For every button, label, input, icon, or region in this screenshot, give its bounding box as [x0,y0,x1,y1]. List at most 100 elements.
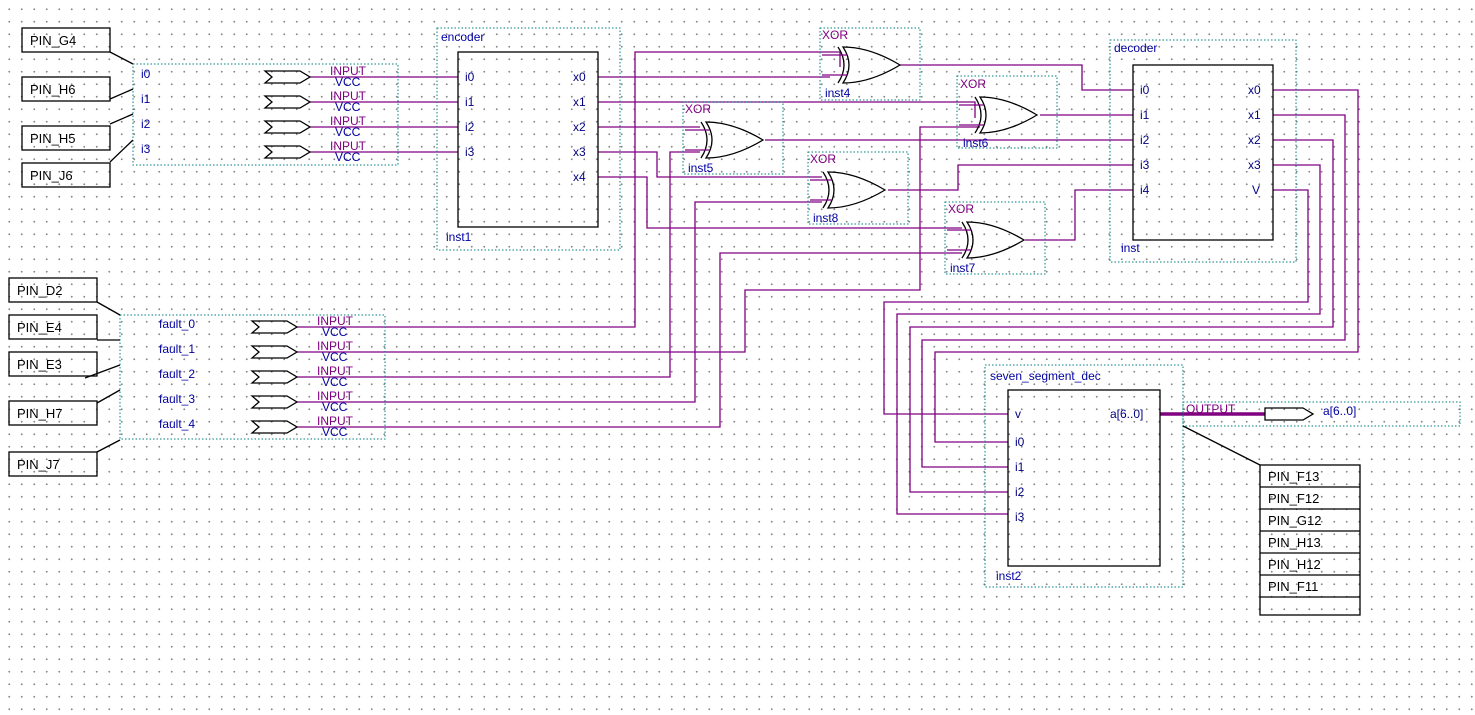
svg-text:inst6: inst6 [963,136,989,150]
pin-box-d2[interactable] [8,277,98,303]
input-pin-fault0[interactable]: INPUT VCC fault_0 [159,314,354,339]
wire-x4[interactable] [598,176,962,229]
out-pin-f11[interactable]: PIN_F11 [1268,579,1318,594]
wire-xor8-out[interactable] [888,164,1133,191]
xor-gate-inst5[interactable]: XOR inst5 [685,102,765,175]
frame-fault-inputs [119,314,386,440]
svg-text:INPUT: INPUT [330,139,367,153]
instance-frames [119,27,1461,588]
input-pin-i2[interactable]: INPUT VCC i2 [141,114,367,139]
svg-text:i4: i4 [1140,183,1150,197]
wire-fault4[interactable] [297,252,962,428]
svg-text:x1: x1 [1248,108,1261,122]
wire-dec-x2[interactable] [909,139,1334,493]
svg-text:VCC: VCC [322,375,348,389]
xor-gate-inst4[interactable]: XOR inst4 [822,28,902,100]
input-pin-fault1[interactable]: INPUT VCC fault_1 [159,339,354,364]
input-pin-fault4[interactable]: INPUT VCC fault_4 [159,414,354,439]
xor-gate-inst7[interactable]: XOR inst7 [947,202,1026,275]
svg-text:VCC: VCC [335,75,361,89]
out-pin-f13[interactable]: PIN_F13 [1268,469,1319,484]
out-pin-h13[interactable]: PIN_H13 [1268,535,1321,550]
wire-fault1[interactable] [297,126,980,353]
pin-box-j7[interactable] [8,451,98,477]
pin-box-h6[interactable] [21,76,111,102]
svg-text:a[6..0]: a[6..0] [1110,407,1143,421]
svg-text:i2: i2 [465,120,475,134]
svg-text:VCC: VCC [322,350,348,364]
svg-text:inst: inst [1121,241,1140,255]
frame-encoder [436,27,621,251]
svg-text:i2: i2 [141,117,151,131]
svg-text:fault_1: fault_1 [159,342,195,356]
svg-text:PIN_J7: PIN_J7 [17,457,60,472]
svg-text:PIN_E4: PIN_E4 [17,320,62,335]
wire-xor4-out[interactable] [900,64,1133,91]
svg-text:inst4: inst4 [825,86,851,100]
pin-box-g4[interactable] [21,27,111,53]
svg-text:VCC: VCC [322,325,348,339]
input-pin-fault3[interactable]: INPUT VCC fault_3 [159,389,354,414]
input-pin-i3[interactable]: INPUT VCC i3 [141,139,367,164]
svg-text:PIN_J6: PIN_J6 [30,168,73,183]
pin-box-h5[interactable] [21,125,111,151]
xor-gate-inst8[interactable]: XOR inst8 [810,152,887,225]
input-pin-fault2[interactable]: INPUT VCC fault_2 [159,364,354,389]
svg-text:inst2: inst2 [996,569,1022,583]
wire-x3[interactable] [598,151,822,178]
svg-text:v: v [1015,407,1021,421]
wire-dec-x3[interactable] [896,164,1321,515]
xor-gate-inst6[interactable]: XOR inst6 [959,77,1039,150]
svg-text:PIN_G4: PIN_G4 [30,33,76,48]
wire-xor7-out[interactable] [1025,189,1133,241]
svg-text:fault_3: fault_3 [159,392,195,406]
svg-text:VCC: VCC [335,100,361,114]
svg-text:i0: i0 [1140,83,1150,97]
svg-text:a[6..0]: a[6..0] [1323,404,1356,418]
wire-dec-x0[interactable] [934,89,1359,443]
pin-box-h7[interactable] [8,400,98,426]
svg-text:i0: i0 [465,70,475,84]
wires [297,51,1359,515]
svg-text:decoder: decoder [1114,41,1157,55]
svg-text:VCC: VCC [322,425,348,439]
input-pin-i1[interactable]: INPUT VCC i1 [141,89,367,114]
frame-seven-seg [984,364,1184,588]
svg-text:inst7: inst7 [950,261,976,275]
frame-data-inputs [132,63,399,166]
svg-text:fault_4: fault_4 [159,417,195,431]
wire-fault3[interactable] [297,201,822,403]
output-pin[interactable]: OUTPUT a[6..0] [1182,402,1356,466]
svg-text:inst1: inst1 [446,230,472,244]
wire-dec-x1[interactable] [921,114,1346,468]
svg-text:x2: x2 [573,120,586,134]
out-pin-h12[interactable]: PIN_H12 [1268,557,1321,572]
input-pin-i0[interactable]: INPUT VCC i0 [141,64,367,89]
wire-x1[interactable] [598,101,976,118]
pin-box-e4[interactable] [8,314,98,340]
svg-text:i1: i1 [1015,460,1025,474]
data-input-pins: INPUT VCC i0 INPUT VCC i1 INPUT VCC i2 I… [141,64,367,164]
wire-fault2[interactable] [297,151,700,378]
encoder-block[interactable]: encoder inst1 i0 i1 i2 i3 x0 x1 x2 x3 x4 [441,30,599,244]
pin-box-j6[interactable] [21,162,111,188]
svg-text:seven_segment_dec: seven_segment_dec [990,369,1101,383]
svg-text:x0: x0 [1248,83,1261,97]
svg-text:INPUT: INPUT [317,339,354,353]
svg-text:XOR: XOR [822,28,848,42]
frame-xor-inst6 [956,75,1058,149]
svg-text:VCC: VCC [335,125,361,139]
pin-box-e3[interactable] [8,351,98,377]
svg-text:x2: x2 [1248,133,1261,147]
decoder-block[interactable]: decoder inst i0 i1 i2 i3 i4 x0 x1 x2 x3 … [1114,41,1274,255]
svg-text:inst5: inst5 [688,161,714,175]
out-pin-g12[interactable]: PIN_G12 [1268,513,1321,528]
svg-text:INPUT: INPUT [317,314,354,328]
wire-fault0[interactable] [297,51,841,328]
svg-text:fault_0: fault_0 [159,317,195,331]
seven-segment-block[interactable]: seven_segment_dec inst2 v i0 i1 i2 i3 a[… [990,369,1161,583]
wire-dec-v[interactable] [883,189,1309,415]
svg-text:INPUT: INPUT [330,114,367,128]
out-pin-f12[interactable]: PIN_F12 [1268,491,1319,506]
